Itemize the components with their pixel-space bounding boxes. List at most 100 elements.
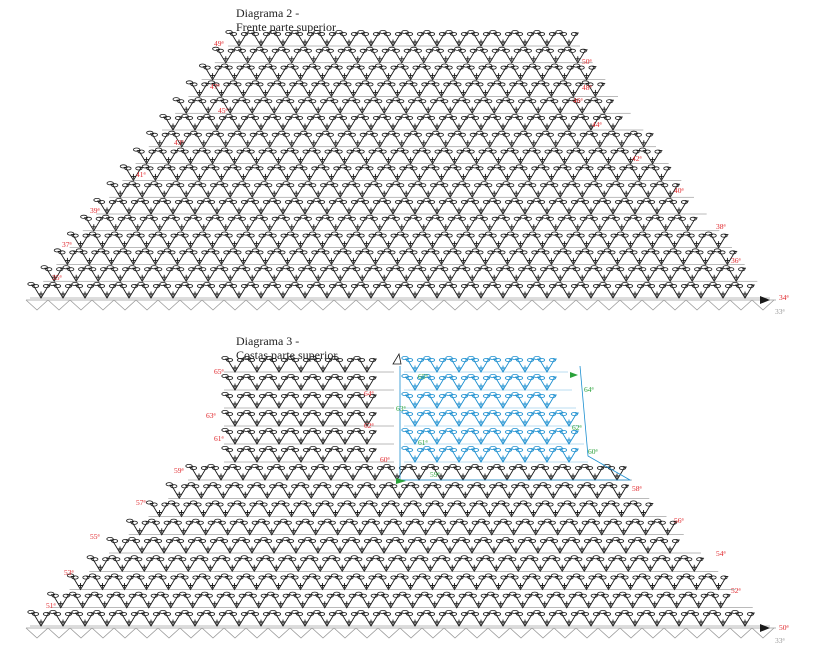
chain-stitch: [348, 502, 356, 507]
chain-stitch: [511, 575, 519, 580]
foundation-triangle: [597, 627, 621, 639]
chain-stitch: [533, 445, 541, 450]
chain-stitch: [280, 65, 288, 70]
single-crochet: [249, 546, 255, 552]
chain-stitch: [680, 612, 689, 617]
chain-stitch: [572, 231, 581, 236]
chain-stitch: [313, 233, 321, 238]
chain-stitch: [372, 283, 381, 288]
chain-stitch: [405, 463, 413, 468]
chain-stitch: [370, 537, 378, 542]
chain-stitch: [273, 612, 282, 617]
chain-stitch: [284, 520, 292, 525]
chain-stitch: [203, 610, 211, 615]
chain-stitch: [625, 199, 634, 204]
single-crochet: [553, 140, 559, 146]
chain-stitch: [469, 593, 477, 598]
chain-stitch: [515, 612, 524, 617]
chain-stitch: [496, 99, 504, 104]
chain-stitch: [420, 465, 429, 470]
chain-stitch: [335, 411, 344, 416]
single-crochet: [269, 528, 275, 534]
chain-stitch: [427, 116, 436, 121]
chain-stitch: [243, 147, 251, 152]
row-label-right: 40ª: [674, 186, 685, 195]
chain-stitch: [364, 267, 372, 272]
chain-stitch: [97, 612, 106, 617]
chain-stitch: [548, 283, 557, 288]
single-crochet: [557, 190, 563, 196]
chain-stitch: [163, 283, 172, 288]
chain-stitch: [366, 214, 374, 219]
chain-stitch: [308, 63, 317, 68]
chain-stitch: [608, 214, 616, 219]
chain-stitch: [520, 82, 528, 87]
chain-stitch: [293, 216, 301, 221]
chain-stitch: [487, 250, 495, 255]
single-crochet: [720, 291, 726, 297]
chain-stitch: [324, 518, 332, 523]
chain-stitch: [566, 575, 574, 580]
chain-stitch: [603, 116, 612, 121]
chain-stitch: [353, 99, 361, 104]
single-crochet: [355, 56, 361, 62]
foundation-triangle: [289, 627, 313, 639]
chain-stitch: [672, 267, 680, 272]
chain-stitch: [475, 465, 484, 470]
foundation-triangle: [443, 299, 467, 311]
single-crochet: [240, 173, 246, 179]
chain-stitch: [568, 181, 576, 186]
chain-stitch: [594, 147, 603, 152]
chain-stitch: [348, 181, 356, 186]
single-crochet: [500, 291, 506, 297]
single-crochet: [581, 564, 587, 570]
chain-stitch: [616, 539, 625, 544]
chain-stitch: [397, 183, 405, 188]
chain-stitch: [71, 575, 79, 580]
single-crochet: [702, 257, 708, 263]
chain-stitch: [502, 502, 510, 507]
chain-stitch: [735, 612, 744, 617]
chain-stitch: [232, 183, 240, 188]
chain-stitch: [214, 518, 222, 523]
chain-stitch: [317, 80, 325, 85]
chain-stitch: [612, 593, 620, 598]
foundation-triangle: [487, 627, 511, 639]
chain-stitch: [423, 575, 431, 580]
chain-stitch: [315, 132, 323, 137]
chain-stitch: [603, 612, 612, 617]
chain-stitch: [432, 46, 440, 51]
chain-stitch: [542, 557, 550, 562]
single-crochet: [491, 546, 497, 552]
foundation-triangle: [619, 299, 643, 311]
row-label-left: 47ª: [210, 82, 221, 91]
chain-stitch: [311, 591, 319, 596]
chain-stitch: [588, 65, 596, 70]
foundation-triangle: [575, 299, 599, 311]
chain-stitch: [53, 283, 62, 288]
single-crochet: [346, 207, 352, 213]
chain-stitch: [355, 591, 363, 596]
chain-stitch: [449, 411, 458, 416]
chain-stitch: [291, 233, 299, 238]
single-crochet: [443, 140, 449, 146]
single-crochet: [210, 73, 216, 79]
foundation-triangle: [641, 627, 665, 639]
single-crochet: [293, 274, 299, 280]
chain-stitch: [203, 149, 211, 154]
single-crochet: [161, 546, 167, 552]
single-crochet: [614, 173, 620, 179]
chain-stitch: [216, 593, 224, 598]
chain-stitch: [309, 267, 317, 272]
chain-stitch: [302, 233, 310, 238]
chain-stitch: [515, 411, 524, 416]
chain-stitch: [335, 447, 344, 452]
single-crochet: [161, 274, 167, 280]
chain-stitch: [405, 248, 413, 253]
chain-stitch: [82, 233, 90, 238]
chain-stitch: [678, 593, 686, 598]
chain-stitch: [308, 147, 317, 152]
single-crochet: [412, 291, 418, 297]
chain-stitch: [293, 502, 301, 507]
single-crochet: [267, 224, 273, 230]
